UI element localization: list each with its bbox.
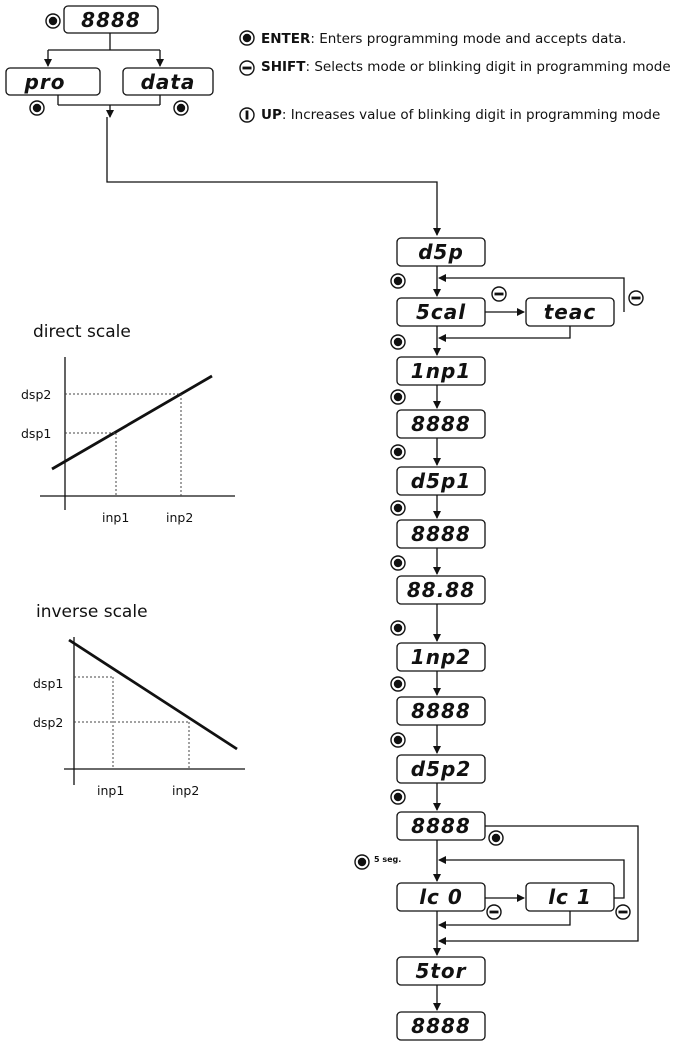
enter-icon[interactable] — [390, 444, 406, 460]
main-display — [63, 5, 159, 34]
enter-icon[interactable] — [354, 854, 370, 870]
enter-icon[interactable] — [390, 389, 406, 405]
value-text: 8888 — [411, 699, 471, 723]
legend-up-key: UP — [261, 107, 282, 123]
stor-display — [396, 956, 486, 986]
teac-text: teac — [544, 300, 596, 324]
legend-enter-key: ENTER — [261, 31, 311, 47]
value-display — [396, 696, 486, 726]
value-text: 8888 — [411, 522, 471, 546]
enter-icon[interactable] — [390, 676, 406, 692]
value-text: 8888 — [411, 1014, 471, 1038]
dsp1-display — [396, 466, 486, 496]
lc0-display — [396, 882, 486, 912]
value-text: 8888 — [411, 412, 471, 436]
up-icon — [239, 107, 255, 123]
data-display-text: data — [141, 70, 196, 94]
x-tick-label: inp2 — [166, 510, 193, 525]
flow-chart: d5p 5cal teac 1np1 8888 d5p1 8888 88.88 … — [354, 237, 644, 1041]
direct-scale-chart: direct scale dsp2 dsp1 inp1 inp2 — [21, 322, 235, 525]
main-display-text: 8888 — [81, 8, 141, 32]
top-panel — [5, 5, 441, 236]
lc0-text: lc 0 — [419, 885, 463, 909]
direct-scale-title: direct scale — [33, 322, 131, 342]
x-tick-label: inp1 — [97, 783, 124, 798]
enter-icon[interactable] — [390, 620, 406, 636]
y-tick-label: dsp1 — [33, 676, 63, 691]
inp1-display — [396, 356, 486, 386]
legend-enter: ENTER: Enters programming mode and accep… — [261, 31, 677, 47]
dsp2-text: d5p2 — [411, 757, 471, 781]
legend-enter-text: : Enters programming mode and accepts da… — [310, 31, 627, 47]
legend-up-text: : Increases value of blinking digit in p… — [281, 107, 661, 123]
x-tick-label: inp1 — [102, 510, 129, 525]
inp1-text: 1np1 — [411, 359, 471, 383]
decimal-text: 88.88 — [407, 578, 475, 602]
enter-icon — [239, 30, 255, 46]
dsp-display — [396, 237, 486, 267]
data-display — [122, 67, 214, 96]
x-tick-label: inp2 — [172, 783, 199, 798]
dsp1-text: d5p1 — [411, 469, 471, 493]
legend-shift-key: SHIFT — [261, 59, 306, 75]
pro-display-text: pro — [24, 70, 66, 94]
value-display — [396, 409, 486, 439]
pro-display — [5, 67, 101, 96]
dsp-text: d5p — [418, 240, 464, 264]
enter-icon[interactable] — [390, 334, 406, 350]
inp2-display — [396, 642, 486, 672]
dsp2-display — [396, 754, 486, 784]
value-display — [396, 1011, 486, 1041]
enter-icon[interactable] — [390, 789, 406, 805]
y-tick-label: dsp2 — [33, 715, 63, 730]
legend-up: UP: Increases value of blinking digit in… — [261, 107, 671, 123]
y-tick-label: dsp2 — [21, 387, 51, 402]
scale-line — [68, 638, 238, 751]
enter-icon[interactable] — [390, 273, 406, 289]
shift-icon[interactable] — [615, 904, 631, 920]
value-text: 8888 — [411, 814, 471, 838]
inp2-text: 1np2 — [411, 645, 471, 669]
y-tick-label: dsp1 — [21, 426, 51, 441]
shift-icon[interactable] — [491, 286, 507, 302]
enter-icon[interactable] — [390, 732, 406, 748]
inverse-scale-chart: inverse scale dsp1 dsp2 inp1 inp2 — [33, 602, 245, 798]
enter-icon[interactable] — [390, 555, 406, 571]
enter-icon[interactable] — [45, 13, 61, 29]
value-display — [396, 519, 486, 549]
scal-text: 5cal — [416, 300, 466, 324]
decimal-display — [396, 575, 486, 605]
enter-icon[interactable] — [173, 100, 189, 116]
lc1-text: lc 1 — [548, 885, 592, 909]
scale-line — [51, 374, 213, 471]
shift-icon[interactable] — [486, 904, 502, 920]
stor-text: 5tor — [415, 959, 466, 983]
shift-icon — [239, 60, 255, 76]
legend-shift: SHIFT: Selects mode or blinking digit in… — [261, 59, 677, 75]
enter-icon[interactable] — [488, 830, 504, 846]
inverse-scale-title: inverse scale — [36, 602, 148, 622]
enter-icon[interactable] — [390, 500, 406, 516]
legend-shift-text: : Selects mode or blinking digit in prog… — [305, 59, 671, 75]
shift-icon[interactable] — [628, 290, 644, 306]
hold-time-label: 5 seg. — [374, 855, 401, 864]
enter-icon[interactable] — [29, 100, 45, 116]
